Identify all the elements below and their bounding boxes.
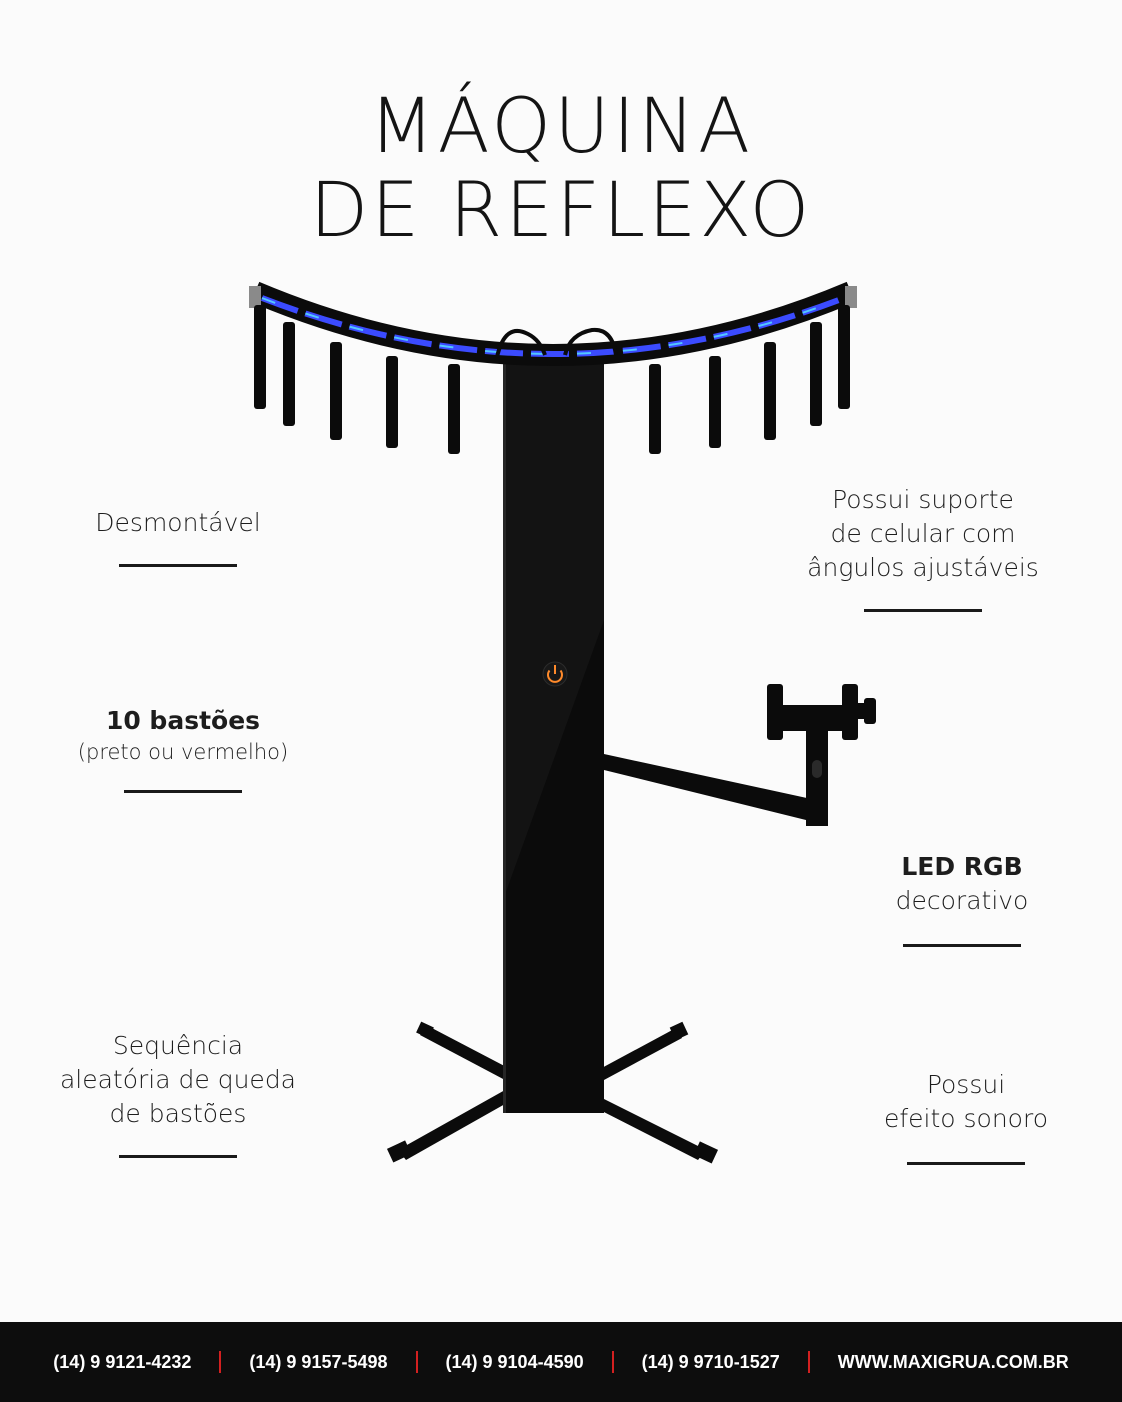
divider: [124, 790, 242, 793]
feature-desmontavel: Desmontável: [60, 506, 296, 567]
feature-bastoes-title: 10 bastões: [105, 706, 261, 735]
divider: [119, 1155, 237, 1158]
led-bar: [249, 281, 857, 366]
footer-separator: [807, 1351, 810, 1373]
divider: [864, 609, 982, 612]
footer-separator: [219, 1351, 222, 1373]
feature-sonoro-line-2: efeito sonoro: [883, 1104, 1049, 1133]
divider: [907, 1162, 1025, 1165]
feature-bastoes-subtitle: (preto ou vermelho): [77, 740, 289, 764]
page-title-line-1: MÁQUINA: [369, 81, 753, 170]
feature-sequencia: Sequência aleatória de queda de bastões: [40, 1029, 316, 1158]
feature-suporte-line-3: ângulos ajustáveis: [807, 553, 1039, 582]
feature-sequencia-line-2: aleatória de queda: [59, 1065, 297, 1094]
divider: [903, 944, 1021, 947]
feature-led-subtitle: decorativo: [895, 886, 1029, 915]
reflex-sticks: [254, 305, 850, 454]
page-title-line-2: DE REFLEXO: [309, 165, 813, 254]
feature-led: LED RGB decorativo: [842, 850, 1082, 947]
feature-bastoes: 10 bastões (preto ou vermelho): [48, 704, 318, 793]
footer-separator: [415, 1351, 418, 1373]
power-icon: [542, 661, 568, 687]
phone-number-4[interactable]: (14) 9 9710-1527: [641, 1351, 780, 1372]
feature-suporte-line-2: de celular com: [830, 519, 1016, 548]
reflex-machine-illustration: [249, 281, 876, 1164]
feature-suporte-line-1: Possui suporte: [832, 485, 1014, 514]
phone-number-2[interactable]: (14) 9 9157-5498: [249, 1351, 388, 1372]
footer-separator: [611, 1351, 614, 1373]
feature-sequencia-line-3: de bastões: [109, 1099, 247, 1128]
feature-sequencia-line-1: Sequência: [112, 1031, 244, 1060]
phone-number-3[interactable]: (14) 9 9104-4590: [445, 1351, 584, 1372]
feature-desmontavel-text: Desmontável: [95, 508, 261, 537]
divider: [119, 564, 237, 567]
phone-holder-arm: [604, 684, 876, 826]
contact-footer: (14) 9 9121-4232 (14) 9 9157-5498 (14) 9…: [0, 1322, 1122, 1402]
phone-number-1[interactable]: (14) 9 9121-4232: [53, 1351, 192, 1372]
machine-base: [386, 1021, 719, 1164]
feature-led-title: LED RGB: [901, 852, 1023, 881]
feature-sonoro: Possui efeito sonoro: [846, 1068, 1086, 1165]
feature-suporte: Possui suporte de celular com ângulos aj…: [780, 483, 1066, 612]
website-link[interactable]: WWW.MAXIGRUA.COM.BR: [837, 1351, 1069, 1372]
feature-sonoro-line-1: Possui: [926, 1070, 1006, 1099]
